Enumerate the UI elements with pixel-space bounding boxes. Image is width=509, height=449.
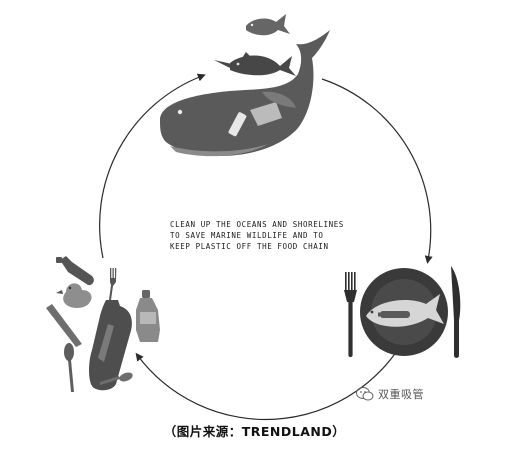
small-fish-icon (246, 14, 290, 36)
knife-icon (451, 266, 461, 358)
whale-bottle-inside (228, 112, 247, 137)
arrow-debris-to-whale (99, 73, 206, 259)
arrow-plate-to-debris (135, 323, 413, 421)
straw-icon (46, 304, 82, 347)
plastic-bottle-icon (136, 290, 160, 342)
spoon-icon-right (100, 372, 133, 385)
fish-with-bottle-icon (366, 294, 444, 327)
watermark-text: 双重吸管 (378, 388, 424, 401)
arrow-whale-to-plate (321, 78, 433, 264)
tuna-fish-icon (214, 52, 296, 76)
detergent-bottle-icon (89, 300, 132, 391)
image-caption: （图片来源：TRENDLAND） (163, 424, 346, 439)
spoon-icon-left (64, 343, 74, 392)
center-message: CLEAN UP THE OCEANS AND SHORELINES TO SA… (170, 219, 370, 252)
rubber-duck-icon (56, 283, 92, 308)
center-message-line-3: KEEP PLASTIC OFF THE FOOD CHAIN (170, 242, 329, 251)
whale-icon (160, 30, 330, 157)
center-message-line-2: TO SAVE MARINE WILDLIFE AND TO (170, 231, 324, 240)
watermark: 双重吸管 (356, 386, 424, 402)
small-fork-icon (109, 268, 117, 300)
wechat-logo-icon (356, 387, 374, 401)
center-message-line-1: CLEAN UP THE OCEANS AND SHORELINES (170, 220, 344, 229)
debris-bottle-icon (56, 256, 94, 286)
fork-icon (344, 272, 357, 357)
